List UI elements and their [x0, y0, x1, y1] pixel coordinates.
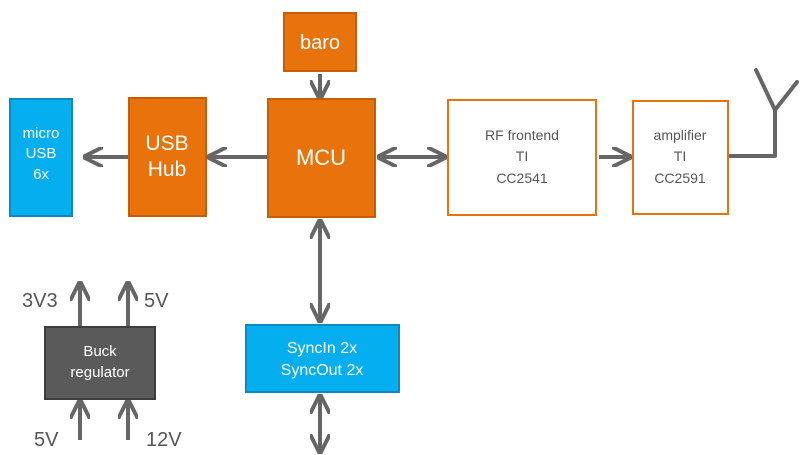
buck-regulator-label-line1: Buck [83, 343, 117, 360]
baro-block: baro [283, 12, 357, 72]
output-5v-label: 5V [144, 290, 169, 312]
baro-label: baro [300, 32, 340, 54]
rf-frontend-label-line3: CC2541 [496, 170, 548, 186]
buck-regulator-block: Buck regulator [44, 326, 156, 400]
usb-hub-label-line1: USB [145, 132, 188, 155]
sync-block: SyncIn 2x SyncOut 2x [245, 324, 400, 393]
amplifier-block: amplifier TI CC2591 [632, 100, 729, 215]
micro-usb-label-line3: 6x [33, 166, 49, 183]
micro-usb-label-line2: USB [26, 145, 57, 162]
amplifier-label-line3: CC2591 [654, 170, 706, 186]
amplifier-label-line2: TI [674, 148, 686, 164]
usb-hub-block: USB Hub [128, 97, 207, 217]
output-3v3-label: 3V3 [22, 290, 58, 312]
amplifier-label-line1: amplifier [654, 127, 707, 143]
rf-frontend-label-line1: RF frontend [485, 127, 559, 143]
rf-frontend-label-line2: TI [516, 148, 528, 164]
input-12v-label: 12V [146, 429, 182, 451]
micro-usb-block: micro USB 6x [9, 98, 73, 217]
sync-label-line1: SyncIn 2x [287, 340, 357, 357]
mcu-label: MCU [296, 145, 346, 170]
connectors [80, 74, 630, 452]
rf-frontend-block: RF frontend TI CC2541 [447, 99, 597, 216]
mcu-block: MCU [267, 98, 376, 218]
buck-regulator-label-line2: regulator [70, 364, 129, 381]
antenna-icon [728, 68, 799, 158]
input-5v-label: 5V [34, 429, 59, 451]
micro-usb-label-line1: micro [23, 125, 60, 142]
sync-label-line2: SyncOut 2x [281, 362, 364, 379]
usb-hub-label-line2: Hub [148, 158, 187, 181]
